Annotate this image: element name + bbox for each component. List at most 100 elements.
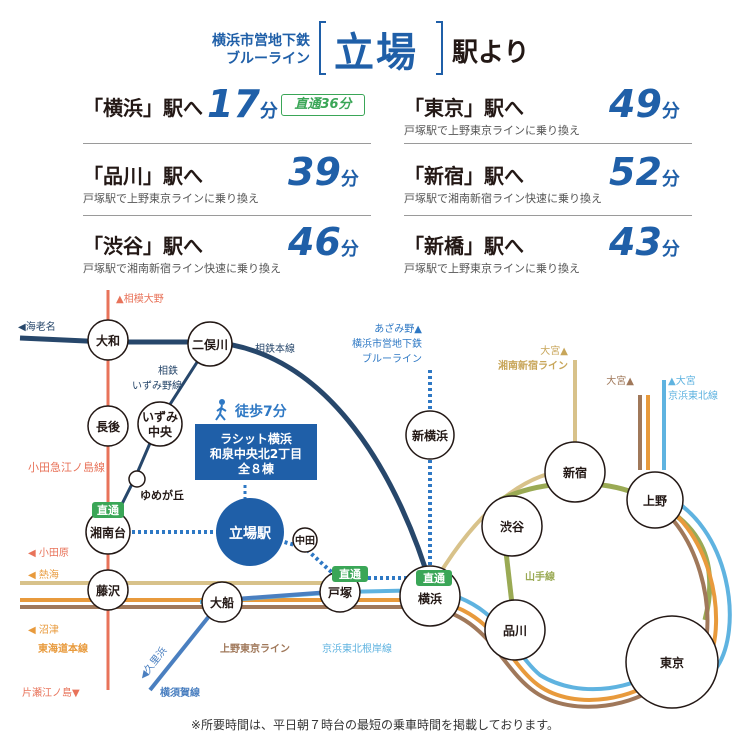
property-box [195, 424, 317, 480]
dest-unit: 分 [661, 169, 680, 190]
label-yamanote: 山手線 [525, 570, 555, 583]
label-sagami-ono: ▲相模大野 [116, 292, 164, 305]
station-tokyo [625, 615, 719, 709]
property-line-2: 和泉中央北2丁目 [209, 446, 302, 461]
label-izumichuo-1: いずみ [142, 409, 178, 424]
property-line-1: ラシット横浜 [220, 431, 292, 446]
label-totsuka: 戸塚 [328, 586, 352, 600]
line-name-1: 横浜市営地下鉄 [212, 33, 310, 49]
station-fujisawa [87, 569, 129, 611]
property-line-3: 全８棟 [237, 461, 275, 476]
label-numazu: ◀ 沼津 [28, 623, 59, 636]
dest-time: 17分 [207, 82, 278, 126]
station-title: 立場 [334, 30, 418, 76]
label-omiya-shonan-2: 湘南新宿ライン [498, 359, 568, 372]
station-shinyokohama [405, 410, 455, 460]
station-suffix: 駅より [452, 38, 530, 68]
label-ofuna: 大船 [210, 595, 234, 610]
dest-shinagawa: 「品川」駅へ 39分 戸塚駅で上野東京ラインに乗り換え [83, 150, 373, 208]
dest-minutes: 17 [207, 82, 260, 126]
dest-name: 「新宿」駅へ [404, 164, 524, 188]
dest-time: 39分 [288, 150, 359, 194]
dest-shinjuku: 「新宿」駅へ 52分 戸塚駅で湘南新宿ライン快速に乗り換え [404, 150, 694, 208]
label-izumichuo-2: 中央 [148, 424, 173, 439]
label-sotetsu-izumino-1: 相鉄 [158, 364, 178, 377]
dest-transfer: 戸塚駅で湘南新宿ライン快速に乗り換え [404, 192, 602, 205]
label-omiya-ueno: 大宮▲ [606, 374, 634, 387]
route-map: 大和 二俣川 長後 いずみ 中央 ゆめが丘 湘南台 中田 藤沢 大船 戸塚 新横… [18, 290, 732, 709]
label-shinjuku: 新宿 [563, 465, 587, 480]
label-shonandai: 湘南台 [90, 525, 126, 540]
badge-shonandai: 直通 [97, 503, 119, 517]
label-odawara: ◀ 小田原 [28, 547, 69, 559]
label-keihin-negishi: 京浜東北根岸線 [322, 642, 392, 655]
walk-icon [215, 399, 227, 421]
dest-minutes: 46 [288, 220, 341, 264]
label-omiya-shonan-1: 大宮▲ [540, 344, 568, 357]
dest-yokohama: 「横浜」駅へ 17分 直通36分 [83, 82, 373, 140]
station-shinjuku [544, 441, 606, 503]
station-shinagawa [484, 599, 546, 661]
dest-unit: 分 [661, 101, 680, 122]
station-ueno [626, 471, 684, 529]
label-azamino-2: 横浜市営地下鉄 [352, 337, 422, 350]
station-tateba [216, 498, 284, 566]
footnote: ※所要時間は、平日朝７時台の最短の乗車時間を掲載しております。 [190, 718, 560, 732]
label-azamino-3: ブルーライン [362, 352, 422, 365]
dest-unit: 分 [259, 101, 278, 122]
dest-transfer: 戸塚駅で上野東京ラインに乗り換え [404, 262, 580, 275]
label-shinyokohama: 新横浜 [412, 428, 448, 443]
direct-badge: 直通36分 [281, 94, 365, 116]
dest-unit: 分 [340, 169, 359, 190]
label-shibuya: 渋谷 [500, 519, 525, 534]
label-ueno-tokyo: 上野東京ライン [220, 642, 290, 655]
station-nakata [292, 527, 318, 553]
label-tateba: 立場駅 [229, 525, 272, 542]
label-yumegaoka: ゆめが丘 [140, 488, 184, 502]
walk-label: 徒歩7分 [234, 403, 287, 420]
label-sotetsu-main: 相鉄本線 [255, 342, 295, 355]
label-yamato: 大和 [96, 333, 120, 348]
dest-minutes: 49 [609, 82, 662, 126]
station-ofuna [201, 581, 243, 623]
dest-time: 43分 [609, 220, 680, 264]
dest-tokyo: 「東京」駅へ 49分 戸塚駅で上野東京ラインに乗り換え [404, 82, 694, 140]
label-atami: ◀ 熱海 [28, 568, 59, 581]
badge-totsuka: 直通 [339, 567, 361, 581]
label-tokaido: 東海道本線 [38, 642, 88, 655]
dest-name: 「品川」駅へ [83, 164, 203, 188]
dest-name: 「渋谷」駅へ [83, 234, 203, 258]
station-futamatagawa [187, 321, 233, 367]
dest-shimbashi: 「新橋」駅へ 43分 戸塚駅で上野東京ラインに乗り換え [404, 220, 694, 278]
dest-minutes: 43 [609, 220, 662, 264]
dest-transfer: 戸塚駅で上野東京ラインに乗り換え [83, 192, 259, 205]
dest-minutes: 52 [609, 150, 662, 194]
station-yamato [87, 319, 129, 361]
dest-time: 52分 [609, 150, 680, 194]
dest-name: 「東京」駅へ [404, 96, 524, 120]
dest-minutes: 39 [288, 150, 341, 194]
label-ebina: ◀海老名 [18, 320, 56, 333]
label-shinagawa: 品川 [503, 624, 527, 638]
dest-name: 「横浜」駅へ [83, 96, 203, 120]
line-name: 横浜市営地下鉄 ブルーライン [160, 32, 310, 68]
label-yokohama: 横浜 [418, 591, 442, 606]
station-shibuya [481, 495, 543, 557]
dest-unit: 分 [661, 239, 680, 260]
station-chogo [87, 405, 129, 447]
label-kurihama: ◀久里浜 [137, 645, 170, 682]
dest-name: 「新橋」駅へ [404, 234, 524, 258]
dest-transfer: 戸塚駅で湘南新宿ライン快速に乗り換え [83, 262, 281, 275]
label-ueno: 上野 [643, 493, 667, 508]
label-futamatagawa: 二俣川 [192, 337, 228, 352]
dest-time: 46分 [288, 220, 359, 264]
dest-unit: 分 [340, 239, 359, 260]
label-odakyu: 小田急江ノ島線 [28, 460, 105, 474]
label-omiya-keihin-2: 京浜東北線 [668, 389, 718, 402]
line-name-2: ブルーライン [226, 51, 310, 67]
label-katase: 片瀬江ノ島▼ [22, 686, 80, 699]
station-yumegaoka [128, 470, 146, 488]
label-tokyo: 東京 [660, 655, 684, 670]
station-izumichuo [137, 401, 183, 447]
label-omiya-keihin-1: ▲大宮 [668, 374, 696, 387]
